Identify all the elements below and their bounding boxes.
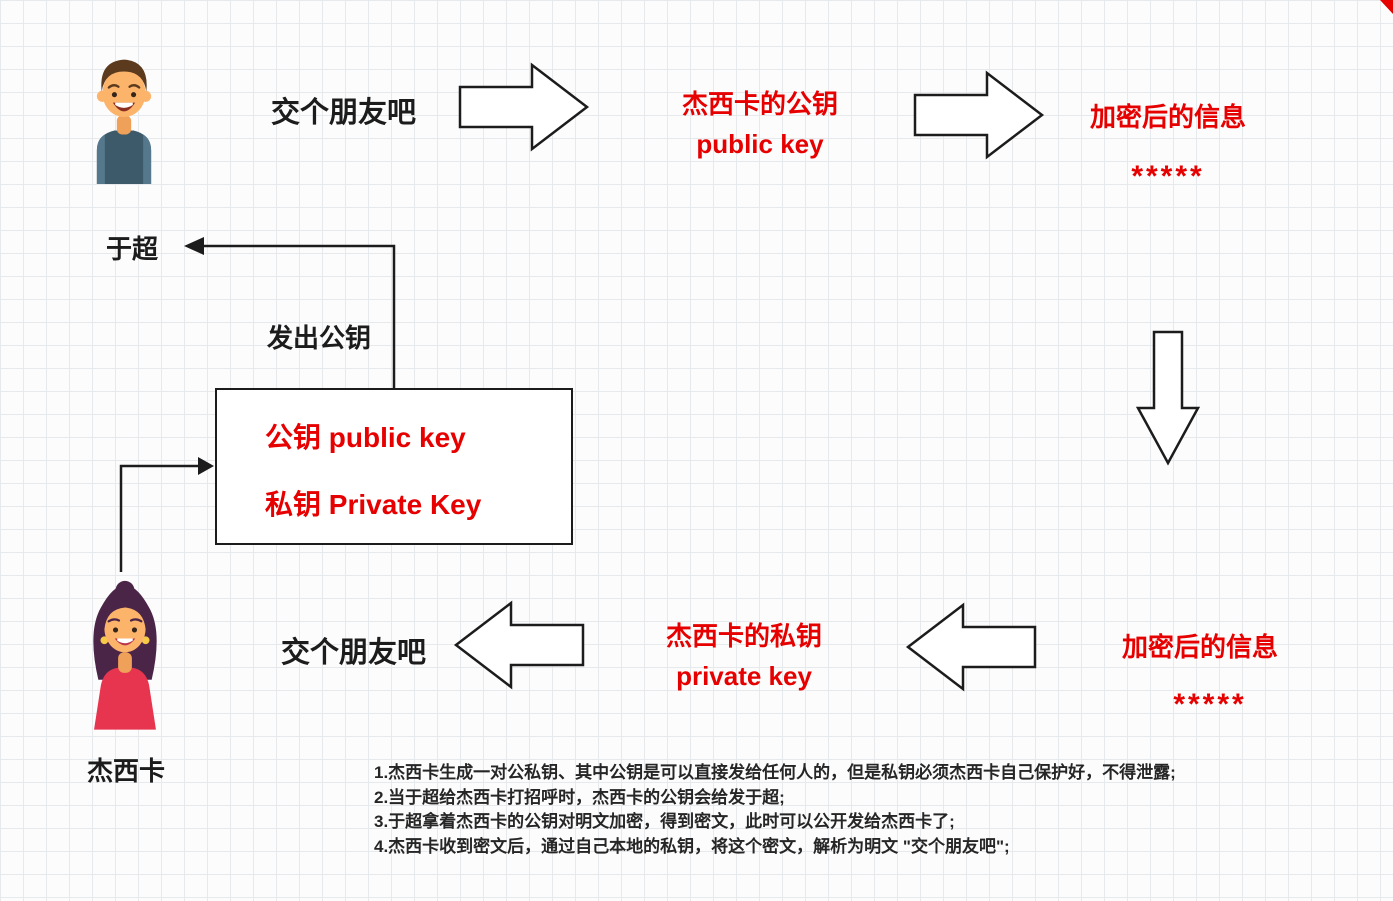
plaintext-greeting-top: 交个朋友吧 bbox=[271, 97, 417, 129]
private-key-line2: private key bbox=[676, 661, 812, 691]
block-arrow-right-1-icon bbox=[458, 62, 590, 152]
block-arrow-left-1-icon bbox=[453, 600, 585, 690]
encrypted-message-top: 加密后的信息 bbox=[1089, 102, 1246, 132]
private-key-box-line: 私钥 Private Key bbox=[265, 489, 482, 520]
block-arrow-right-2-icon bbox=[913, 70, 1045, 160]
connector-jessica-to-box bbox=[119, 464, 200, 572]
key-pair-box: 公钥 public key 私钥 Private Key bbox=[215, 388, 573, 545]
public-key-box-line: 公钥 public key bbox=[265, 422, 466, 453]
yuchao-avatar bbox=[96, 59, 152, 184]
private-key-label: 杰西卡的私钥 private key bbox=[634, 616, 854, 696]
jessica-name-label: 杰西卡 bbox=[87, 756, 166, 786]
public-key-line1: 杰西卡的公钥 bbox=[681, 89, 838, 119]
note-line-2: 2.当于超给杰西卡打招呼时，杰西卡的公钥会给发于超; bbox=[374, 787, 785, 807]
block-arrow-left-2-icon bbox=[905, 602, 1037, 692]
note-line-1: 1.杰西卡生成一对公私钥、其中公钥是可以直接发给任何人的，但是私钥必须杰西卡自己… bbox=[374, 763, 1176, 782]
private-key-line1: 杰西卡的私钥 bbox=[665, 621, 822, 651]
public-key-line2: public key bbox=[696, 129, 824, 159]
corner-marker bbox=[1380, 0, 1393, 14]
block-arrow-down-icon bbox=[1135, 330, 1201, 466]
arrowhead-right-icon bbox=[198, 457, 214, 475]
note-line-3: 3.于超拿着杰西卡的公钥对明文加密，得到密文，此时可以公开发给杰西卡了; bbox=[374, 812, 955, 831]
jessica-avatar bbox=[93, 580, 157, 730]
send-public-key-label: 发出公钥 bbox=[267, 323, 372, 353]
encrypted-message-bottom: 加密后的信息 bbox=[1121, 632, 1278, 662]
public-key-label: 杰西卡的公钥 public key bbox=[650, 84, 870, 164]
arrowhead-left-icon bbox=[184, 237, 204, 255]
cipher-stars-bottom: ***** bbox=[1173, 688, 1247, 721]
cipher-stars-top: ***** bbox=[1131, 160, 1205, 193]
notes-block: 1.杰西卡生成一对公私钥、其中公钥是可以直接发给任何人的，但是私钥必须杰西卡自己… bbox=[374, 761, 1176, 859]
yuchao-name-label: 于超 bbox=[106, 234, 159, 264]
note-line-4: 4.杰西卡收到密文后，通过自己本地的私钥，将这个密文，解析为明文 "交个朋友吧"… bbox=[374, 836, 1010, 856]
plaintext-greeting-bottom: 交个朋友吧 bbox=[281, 637, 427, 669]
connector-box-to-yuchao bbox=[202, 244, 396, 389]
